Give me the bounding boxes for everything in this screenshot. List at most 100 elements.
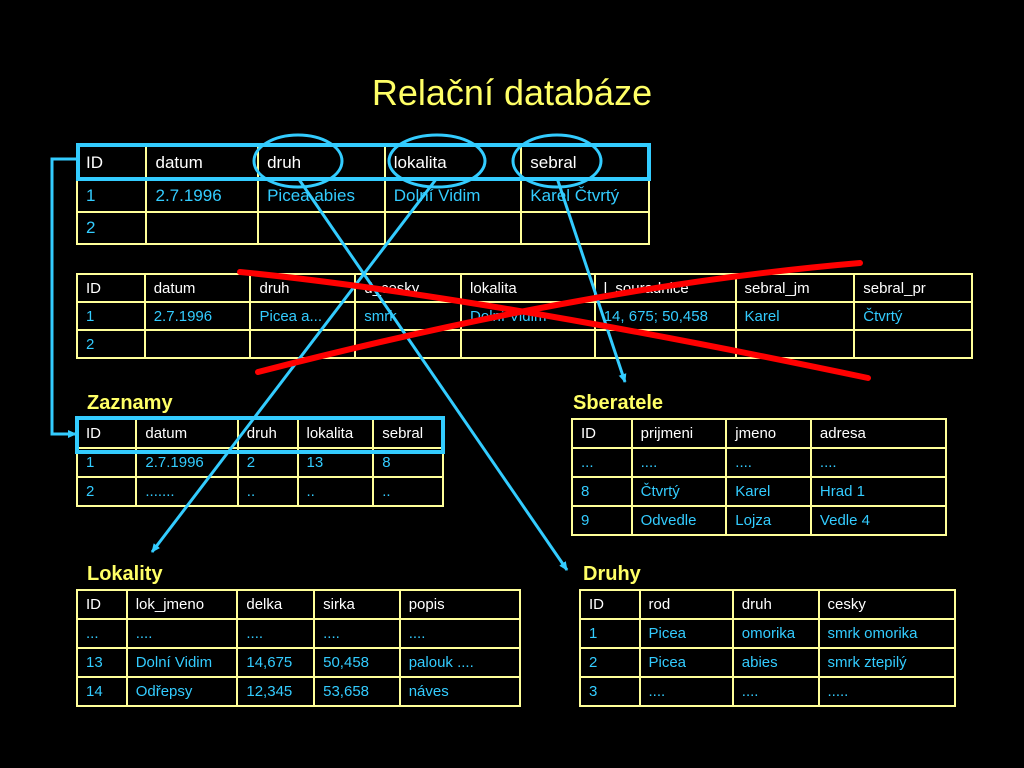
header-cell: lokalita (383, 145, 523, 181)
table-cell: 1 (76, 301, 146, 331)
table-header-row: ID lok_jmeno delka sirka popis (76, 589, 522, 620)
header-cell: druh (731, 589, 820, 620)
table-row: 2 (75, 211, 650, 245)
table-row: 1 2.7.1996 Picea a... smrk Dolní Vidim 1… (76, 301, 973, 331)
header-cell: adresa (809, 418, 948, 449)
sberatele-label: Sberatele (573, 392, 664, 414)
table-row: 3 .... .... ..... (579, 676, 956, 707)
table-row: 14 Odřepsy 12,345 53,658 náves (76, 676, 522, 707)
table-cell: 13 (76, 647, 128, 678)
header-cell: sebral_pr (853, 273, 973, 303)
table-cell: .... (630, 447, 728, 478)
header-cell: druh (236, 418, 299, 449)
header-cell: datum (135, 418, 239, 449)
table-cell: 14,675 (236, 647, 316, 678)
table-cell: .... (725, 447, 812, 478)
table-cell: Karel Čtvrtý (520, 179, 650, 213)
table-row: 2 Picea abies smrk ztepilý (579, 647, 956, 678)
table-cell: .... (236, 618, 316, 649)
table-cell (257, 211, 386, 245)
table-row: ... .... .... .... .... (76, 618, 522, 649)
table-cell: 3 (579, 676, 641, 707)
table-cell: 9 (571, 505, 633, 536)
table-row: 1 2.7.1996 2 13 8 (75, 447, 444, 478)
header-cell: lokalita (296, 418, 375, 449)
table-cell: Picea (638, 618, 734, 649)
table-cell: smrk ztepilý (817, 647, 956, 678)
table-cell: 1 (579, 618, 641, 649)
table-cell: .... (313, 618, 401, 649)
table-cell: ....... (135, 476, 239, 507)
table-cell: .. (296, 476, 375, 507)
header-cell: druh (249, 273, 357, 303)
table-cell: 13 (296, 447, 375, 478)
table-cell: 1 (75, 179, 148, 213)
header-cell: cesky (817, 589, 956, 620)
table-cell: 53,658 (313, 676, 401, 707)
table-cell: Dolní Vidim (383, 179, 523, 213)
table-row: 1 Picea omorika smrk omorika (579, 618, 956, 649)
table-cell: Dolní Vidim (460, 301, 596, 331)
header-cell: sebral (372, 418, 444, 449)
main-records-table: ID datum druh lokalita sebral 1 2.7.1996… (75, 145, 650, 245)
table-cell: Odřepsy (125, 676, 239, 707)
table-cell: 14, 675; 50,458 (593, 301, 737, 331)
table-cell (520, 211, 650, 245)
table-cell: .... (638, 676, 734, 707)
table-cell: 8 (571, 476, 633, 507)
header-cell: jmeno (725, 418, 812, 449)
header-cell: ID (75, 418, 138, 449)
table-row: 2 ....... .. .. .. (75, 476, 444, 507)
table-cell: 14 (76, 676, 128, 707)
table-cell: ... (76, 618, 128, 649)
table-cell: 2 (75, 476, 138, 507)
table-cell: Dolní Vidim (125, 647, 239, 678)
table-cell: Čtvrtý (630, 476, 728, 507)
table-header-row: ID datum druh lokalita sebral (75, 145, 650, 181)
header-cell: delka (236, 589, 316, 620)
header-cell: popis (398, 589, 522, 620)
table-cell: .... (809, 447, 948, 478)
table-header-row: ID datum druh lokalita sebral (75, 418, 444, 449)
table-cell: ... (571, 447, 633, 478)
table-cell: .. (372, 476, 444, 507)
table-cell: omorika (731, 618, 820, 649)
druhy-label: Druhy (583, 563, 641, 585)
table-cell: 2 (236, 447, 299, 478)
header-cell: lokalita (460, 273, 596, 303)
table-cell (734, 329, 856, 359)
table-cell: 8 (372, 447, 444, 478)
table-cell: .... (731, 676, 820, 707)
header-cell: lok_jmeno (125, 589, 239, 620)
lokality-label: Lokality (87, 563, 163, 585)
table-cell: Lojza (725, 505, 812, 536)
header-cell: datum (145, 145, 260, 181)
header-cell: l_souradnice (593, 273, 737, 303)
table-header-row: ID prijmeni jmeno adresa (571, 418, 948, 449)
header-cell: sebral_jm (734, 273, 856, 303)
header-cell: prijmeni (630, 418, 728, 449)
table-cell (593, 329, 737, 359)
table-row: 8 Čtvrtý Karel Hrad 1 (571, 476, 948, 507)
header-cell: rod (638, 589, 734, 620)
table-header-row: ID datum druh d_cesky lokalita l_souradn… (76, 273, 973, 303)
zaznamy-label: Zaznamy (87, 392, 173, 414)
table-cell: Karel (734, 301, 856, 331)
table-cell (354, 329, 463, 359)
table-cell: 2 (76, 329, 146, 359)
table-cell: náves (398, 676, 522, 707)
table-cell (145, 211, 260, 245)
slide-title: Relační databáze (371, 72, 653, 113)
table-cell (383, 211, 523, 245)
header-cell: ID (579, 589, 641, 620)
table-cell: 12,345 (236, 676, 316, 707)
header-cell: ID (76, 273, 146, 303)
header-cell: druh (257, 145, 386, 181)
header-cell: ID (76, 589, 128, 620)
table-cell: 2.7.1996 (145, 179, 260, 213)
table-cell: 2 (75, 211, 148, 245)
table-cell (460, 329, 596, 359)
header-cell: d_cesky (354, 273, 463, 303)
table-cell: 1 (75, 447, 138, 478)
header-cell: sebral (520, 145, 650, 181)
